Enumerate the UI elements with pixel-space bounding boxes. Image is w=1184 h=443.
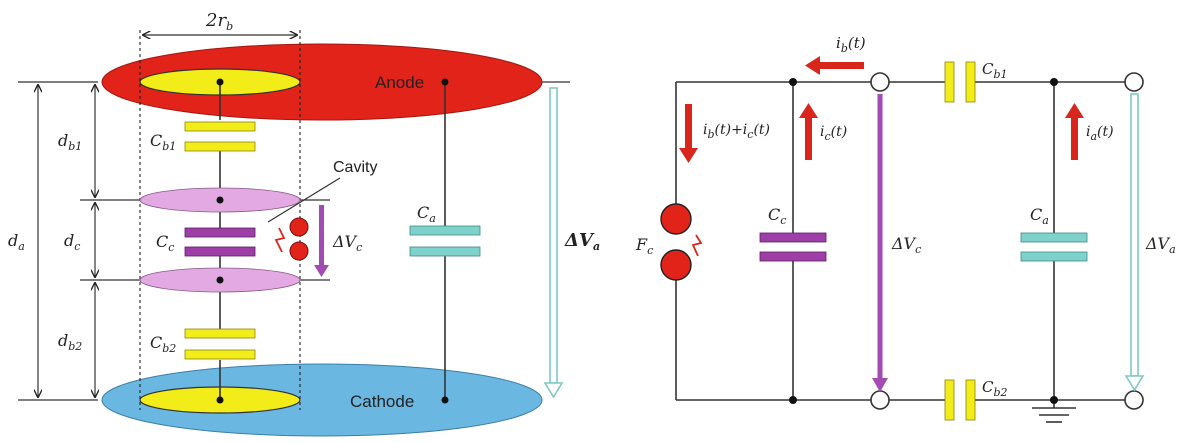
circuit-cap-a-label: Ca bbox=[1030, 205, 1049, 227]
i-c-arrow-head bbox=[799, 103, 818, 118]
node-bottom-cc bbox=[789, 396, 797, 404]
anode-label: Anode bbox=[375, 73, 424, 92]
circuit-cap-a-plate-bottom bbox=[1020, 251, 1088, 262]
i-sum-arrow-head bbox=[679, 148, 698, 163]
dv-c-label: ΔVc bbox=[332, 232, 362, 254]
ground-icon bbox=[1032, 407, 1076, 423]
cap-c-plate-top bbox=[184, 227, 256, 238]
discharge-electrode-top bbox=[289, 217, 309, 237]
i-a-arrow-head bbox=[1065, 103, 1084, 118]
dv-c-arrow-head bbox=[314, 265, 329, 277]
node-cavity-bottom bbox=[216, 276, 224, 284]
cap-b1-plate-bottom bbox=[184, 141, 256, 152]
discharge-electrode-bottom bbox=[289, 241, 309, 261]
circuit-cap-c-plate-bottom bbox=[759, 251, 827, 262]
spark-icon bbox=[274, 227, 286, 253]
circuit-cap-b1-label: Cb1 bbox=[982, 60, 1008, 81]
node-anode bbox=[216, 78, 224, 86]
i-b-arrow-head bbox=[805, 56, 820, 75]
circuit-cap-c-label: Cc bbox=[768, 205, 786, 227]
node-cathode-right bbox=[441, 396, 449, 404]
terminal-cavity-top bbox=[870, 72, 890, 92]
cavity-label: Cavity bbox=[333, 159, 377, 176]
source-electrode-top bbox=[660, 203, 692, 235]
i-sum-arrow-shaft bbox=[685, 104, 692, 148]
terminal-anode bbox=[1124, 72, 1144, 92]
width-label: 2rb bbox=[205, 10, 233, 33]
circuit-dv-a-arrow-shaft bbox=[1130, 93, 1139, 377]
d-b1-label: db1 bbox=[58, 131, 82, 153]
cap-a-label: Ca bbox=[417, 203, 436, 225]
cap-c-plate-bottom bbox=[184, 246, 256, 257]
i-sum-label: ib(t)+ic(t) bbox=[703, 122, 770, 141]
circuit-cap-b2-plate-right bbox=[965, 379, 976, 421]
circuit-dv-c-arrow-shaft bbox=[877, 94, 883, 378]
cap-b2-plate-top bbox=[184, 328, 256, 339]
cap-b1-label: Cb1 bbox=[150, 131, 176, 153]
node-cavity-top bbox=[216, 196, 224, 204]
cap-b2-label: Cb2 bbox=[150, 333, 176, 355]
source-spark-icon bbox=[691, 234, 703, 257]
source-label: Fc bbox=[635, 235, 653, 257]
circuit-cap-b1-plate-left bbox=[944, 61, 955, 103]
dv-c-arrow-shaft bbox=[319, 205, 324, 265]
dv-a-arrow-head bbox=[543, 382, 564, 399]
node-anode-right bbox=[441, 78, 449, 86]
equivalent-circuit: Fc Cc ΔVc Cb1 Cb2 Ca bbox=[635, 34, 1176, 423]
i-a-arrow-shaft bbox=[1071, 118, 1078, 160]
anode-electrode bbox=[101, 43, 543, 121]
circuit-cap-c-plate-top bbox=[759, 232, 827, 243]
cap-a-plate-top bbox=[409, 225, 481, 236]
circuit-cap-b2-label: Cb2 bbox=[982, 378, 1008, 399]
node-top-ca bbox=[1050, 78, 1058, 86]
i-b-label: ib(t) bbox=[836, 34, 866, 55]
cathode-label: Cathode bbox=[350, 392, 414, 411]
circuit-cap-b2-plate-left bbox=[944, 379, 955, 421]
dv-a-arrow-shaft bbox=[549, 87, 558, 384]
d-b2-label: db2 bbox=[58, 331, 82, 353]
node-bottom-ca bbox=[1050, 396, 1058, 404]
d-a-label: da bbox=[8, 231, 25, 253]
node-top-cc bbox=[789, 78, 797, 86]
node-cathode bbox=[216, 396, 224, 404]
source-electrode-bottom bbox=[660, 249, 692, 281]
circuit-cap-a-plate-top bbox=[1020, 232, 1088, 243]
i-b-arrow-shaft bbox=[820, 62, 864, 69]
i-a-label: ia(t) bbox=[1086, 124, 1114, 143]
circuit-dv-c-arrow-head bbox=[872, 378, 888, 392]
circuit-dv-c-label: ΔVc bbox=[891, 234, 921, 256]
circuit-dv-a-label: ΔVa bbox=[1145, 234, 1176, 256]
circuit-dv-a-arrow-head bbox=[1124, 375, 1145, 392]
cap-a-plate-bottom bbox=[409, 246, 481, 257]
cavity-pointer bbox=[267, 177, 341, 223]
terminal-cavity-bottom bbox=[870, 390, 890, 410]
circuit-cap-b1-plate-right bbox=[965, 61, 976, 103]
physical-model: Anode Cathode 2rb Cb1 Cc Cb2 bbox=[8, 10, 600, 437]
cap-c-label: Cc bbox=[156, 232, 174, 254]
terminal-cathode bbox=[1124, 390, 1144, 410]
i-c-arrow-shaft bbox=[805, 118, 812, 160]
cap-b2-plate-bottom bbox=[184, 349, 256, 360]
dv-a-label: ΔVa bbox=[564, 230, 600, 253]
i-c-label: ic(t) bbox=[820, 124, 847, 143]
cap-b1-plate-top bbox=[184, 121, 256, 132]
cathode-electrode bbox=[101, 363, 543, 437]
d-c-label: dc bbox=[64, 231, 80, 253]
